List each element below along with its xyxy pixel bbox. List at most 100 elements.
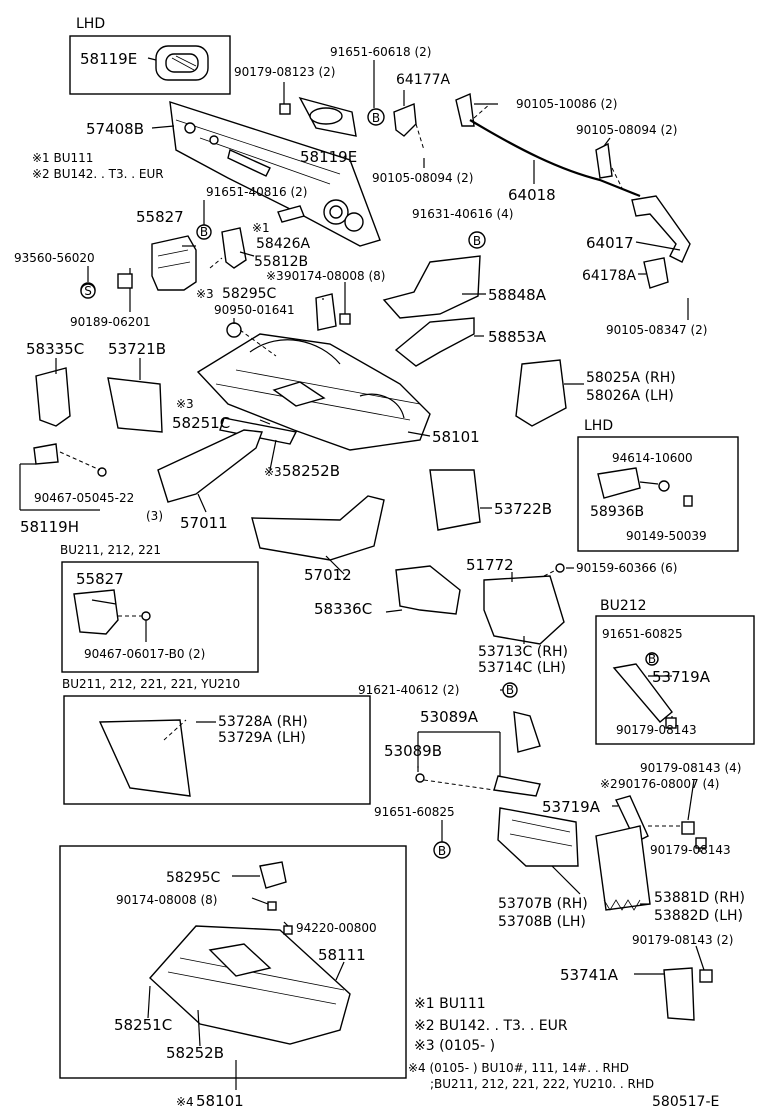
- label-90189-06201: 90189-06201: [70, 315, 151, 329]
- lhd-right-box: [577, 436, 739, 552]
- label-58119e: 58119E: [300, 148, 357, 166]
- nut-bu212-drawing: [665, 717, 677, 729]
- part-51772-drawing: [483, 575, 565, 645]
- label-58936b: 58936B: [590, 504, 644, 520]
- label-91651-40816: 91651-40816 (2): [206, 185, 308, 199]
- label-91651-60618: 91651-60618 (2): [330, 45, 432, 59]
- label-90174-08008-detail: 90174-08008 (8): [116, 893, 218, 907]
- label-90467-qty: (3): [146, 509, 163, 523]
- part-58119e-lhd-drawing: [155, 45, 209, 81]
- label-53713c: 53713C (RH): [478, 644, 568, 660]
- callout-3-90174: ※3: [266, 269, 284, 283]
- bu-group1-label: BU211, 212, 221: [60, 543, 161, 557]
- part-57012-drawing: [251, 495, 385, 561]
- part-58101-drawing: [196, 333, 431, 451]
- label-53728a: 53728A (RH): [218, 714, 308, 730]
- label-64177a: 64177A: [396, 72, 451, 88]
- part-53881d-drawing: [595, 825, 651, 911]
- label-90179-08143-4: 90179-08143 (4): [640, 761, 742, 775]
- label-58251c: 58251C: [172, 414, 230, 432]
- footnote-4b: ;BU211, 212, 221, 222, YU210. . RHD: [430, 1077, 654, 1091]
- svg-text:B: B: [473, 234, 481, 248]
- screw-90467-06017-drawing: [141, 611, 151, 621]
- callout-1-58426a: ※1: [252, 221, 270, 235]
- label-90467-05045: 90467-05045-22: [34, 491, 134, 505]
- bu-group2-label: BU211, 212, 221, 221, YU210: [62, 677, 240, 691]
- marker-b-4: B: [502, 682, 518, 698]
- nut-90179-08143-drawing: [695, 837, 707, 849]
- label-93560-56020: 93560-56020: [14, 251, 95, 265]
- leader-lines: [19, 57, 705, 1090]
- label-90105-08347: 90105-08347 (2): [606, 323, 708, 337]
- screw-90159-drawing: [555, 563, 565, 573]
- drawing-code: 580517-E: [652, 1094, 719, 1110]
- lhd-top-box: [69, 35, 231, 95]
- part-64017-drawing: [631, 195, 691, 263]
- label-58295c: 58295C: [222, 286, 277, 302]
- label-64017: 64017: [586, 234, 634, 252]
- label-55812b: 55812B: [254, 254, 308, 270]
- bracket-91621-drawing: [513, 711, 541, 753]
- dashed-leaders: [59, 103, 682, 827]
- footnote-4a: ※4 (0105- ) BU10#, 111, 14#. . RHD: [408, 1061, 629, 1075]
- marker-b-5: B: [645, 652, 659, 666]
- part-58101-detail-drawing: [149, 861, 351, 1045]
- bu-group2-box: [63, 695, 371, 805]
- part-53722b-drawing: [429, 469, 481, 531]
- label-58848a: 58848A: [488, 286, 547, 304]
- label-53707b: 53707B (RH): [498, 896, 588, 912]
- label-58026a: 58026A (LH): [586, 388, 674, 404]
- part-58025a-drawing: [515, 359, 567, 427]
- label-58251c-detail: 58251C: [114, 1016, 172, 1034]
- label-58101: 58101: [432, 428, 480, 446]
- part-55827-drawing: [151, 235, 197, 291]
- label-91631-40616: 91631-40616 (4): [412, 207, 514, 221]
- label-90467-06017: 90467-06017-B0 (2): [84, 647, 205, 661]
- label-53722b: 53722B: [494, 500, 552, 518]
- label-64018: 64018: [508, 186, 556, 204]
- part-53741a-drawing: [663, 967, 695, 1021]
- label-58252b: 58252B: [282, 462, 340, 480]
- label-53719a-bu212: 53719A: [652, 668, 711, 686]
- label-57012: 57012: [304, 566, 352, 584]
- part-58119h-drawing: [33, 443, 59, 465]
- label-57011: 57011: [180, 514, 228, 532]
- marker-b-3: B: [468, 231, 486, 249]
- footnote-top-1: ※1 BU111: [32, 151, 93, 165]
- label-58119h: 58119H: [20, 518, 79, 536]
- bolt-90149-drawing: [683, 495, 693, 507]
- label-58426a: 58426A: [256, 236, 311, 252]
- label-58111: 58111: [318, 946, 366, 964]
- callout-2-90176: ※2: [600, 777, 618, 791]
- marker-b-1: B: [367, 108, 385, 126]
- label-58025a: 58025A (RH): [586, 370, 676, 386]
- label-91621-40612: 91621-40612 (2): [358, 683, 460, 697]
- callout-3-58251c: ※3: [176, 397, 194, 411]
- footnote-top-2: ※2 BU142. . T3. . EUR: [32, 167, 164, 181]
- svg-text:B: B: [200, 225, 208, 239]
- label-58335c: 58335C: [26, 340, 84, 358]
- part-57011-drawing: [157, 429, 263, 503]
- label-58252b-detail: 58252B: [166, 1044, 224, 1062]
- footnote-3: ※3 (0105- ): [414, 1038, 495, 1054]
- label-94614-10600: 94614-10600: [612, 451, 693, 465]
- floor-detail-box: [59, 845, 407, 1079]
- label-58336c: 58336C: [314, 600, 372, 618]
- label-55827-bu: 55827: [76, 570, 124, 588]
- part-53707b-drawing: [497, 807, 579, 867]
- svg-text:B: B: [506, 683, 514, 697]
- label-53729a: 53729A (LH): [218, 730, 306, 746]
- label-53089a: 53089A: [420, 708, 479, 726]
- screw-53089b-drawing: [415, 773, 425, 783]
- lhd-top-label: LHD: [76, 16, 105, 32]
- callout-4-58101: ※4: [176, 1095, 194, 1109]
- part-53719a-bu212-drawing: [612, 663, 673, 723]
- footnote-1: ※1 BU111: [414, 996, 486, 1012]
- part-55827-bu-drawing: [73, 589, 119, 635]
- svg-text:B: B: [372, 111, 380, 125]
- part-58295c-drawing: [315, 293, 337, 331]
- label-91651-60825: 91651-60825: [374, 805, 455, 819]
- svg-text:S: S: [84, 284, 92, 298]
- label-90174-08008: 90174-08008 (8): [284, 269, 386, 283]
